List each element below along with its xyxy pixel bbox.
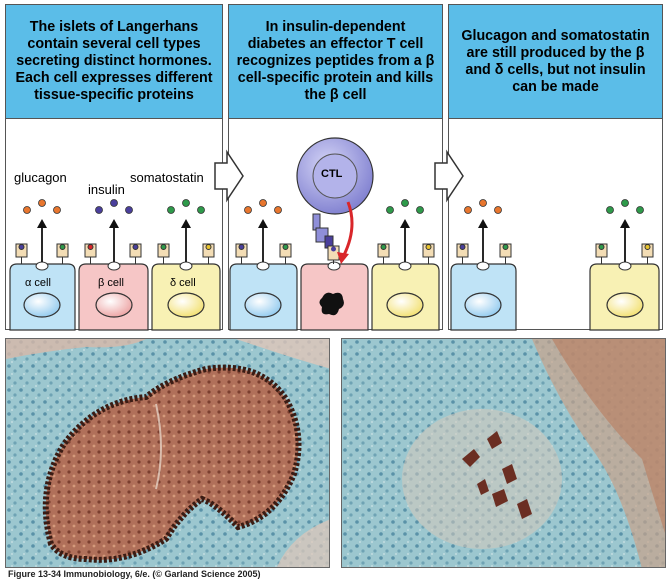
cytotoxic-t-cell [296, 137, 374, 264]
beta-cell-label: β cell [98, 277, 124, 289]
delta-cell [151, 263, 221, 331]
dying-beta-cell [300, 263, 369, 331]
alpha-cell-label: α cell [25, 277, 51, 289]
somatostatin-granules [167, 199, 644, 214]
delta-cell-panel3 [589, 263, 660, 331]
kill-arrow [337, 201, 354, 264]
micrograph-normal-islet [5, 338, 330, 568]
micrograph-diabetic-image [342, 339, 665, 567]
cell-surface-markers [15, 243, 654, 264]
ctl-label: CTL [321, 168, 343, 180]
glucagon-granules [23, 199, 502, 214]
beta-cell [78, 263, 149, 331]
transition-arrow-2 [434, 149, 464, 203]
delta-cell-panel2 [371, 263, 440, 331]
glucagon-label: glucagon [14, 170, 67, 185]
panel-2-header-text: In insulin-dependent diabetes an effecto… [236, 19, 435, 103]
transition-arrow-1 [214, 149, 244, 203]
alpha-cell-panel3 [450, 263, 517, 331]
delta-cell-label: δ cell [170, 277, 196, 289]
islet-diagram [9, 137, 660, 331]
alpha-cell [9, 263, 76, 331]
micrograph-normal-image [6, 339, 329, 567]
alpha-cell-panel2 [229, 263, 298, 331]
somatostatin-label: somatostatin [130, 170, 204, 185]
micrograph-diabetic-islet [341, 338, 666, 568]
panel-3-header-text: Glucagon and somatostatin are still prod… [461, 27, 650, 95]
panel-1-header-text: The islets of Langerhans contain several… [15, 19, 213, 103]
panel-2-header: In insulin-dependent diabetes an effecto… [229, 5, 442, 119]
secretion-arrows [35, 219, 632, 271]
insulin-label: insulin [88, 182, 125, 197]
figure-caption: Figure 13-34 Immunobiology, 6/e. (© Garl… [8, 569, 261, 579]
panel-normal-islet: The islets of Langerhans contain several… [5, 4, 223, 330]
panel-3-header: Glucagon and somatostatin are still prod… [449, 5, 662, 119]
insulin-granules [95, 199, 133, 214]
panel-1-header: The islets of Langerhans contain several… [6, 5, 222, 119]
